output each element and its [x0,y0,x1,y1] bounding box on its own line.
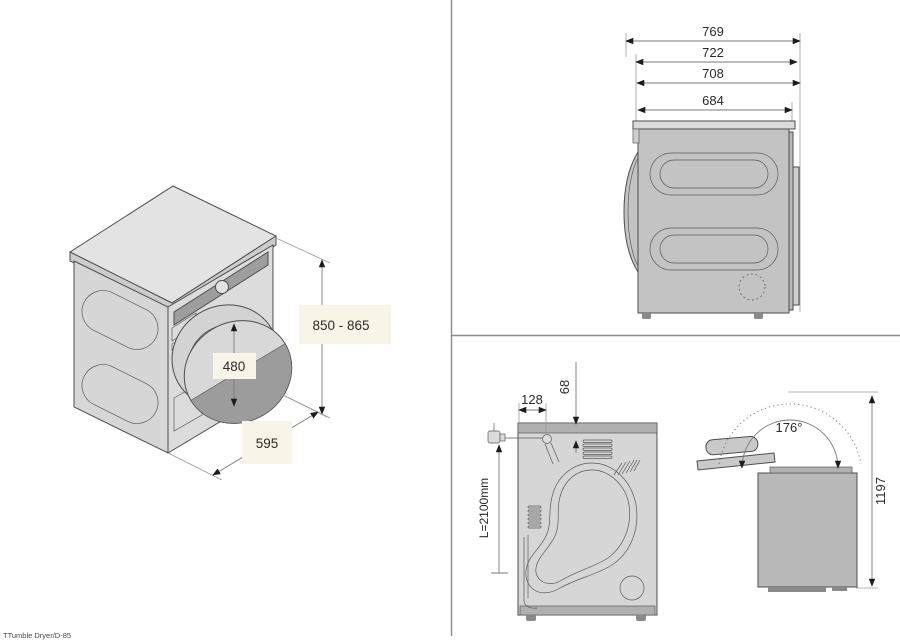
width-dimension: 595 [167,389,328,481]
depth-dim2-label: 722 [702,45,724,60]
side-emboss-shapes [649,152,779,271]
cable-channel [523,442,638,609]
pump-access-circle [738,273,766,301]
open-height-dimension: 1197 [788,391,888,589]
open-door [696,435,776,471]
rear-bottom-band [519,605,656,616]
cord-vertical-dimension: 68 [557,362,580,453]
cord-length-dimension: L=2100mm [477,444,508,574]
isometric-front-view: 480 850 - 865 595 [68,185,391,481]
top-lid [632,120,796,130]
open-height-label: 1197 [873,477,888,505]
mains-plug-icon [487,423,552,444]
cord-vertical-label: 68 [557,380,572,394]
top-rim [769,466,853,474]
foot [642,313,651,319]
foot [754,313,763,319]
opening-angle-label: 176° [776,420,803,435]
height-range-label: 850 - 865 [312,318,369,333]
door-diameter-dimension: 480 [213,323,256,407]
program-knob [215,280,229,294]
side-emboss-shapes [81,290,159,424]
height-dimension: 850 - 865 [272,237,391,419]
rear-panel-outer [792,166,800,306]
dryer-top-edge [69,235,277,313]
cord-length-label: L=2100mm [477,478,491,538]
front-door-bulge [623,150,639,274]
drain-circle [619,575,645,601]
door-open-view: 176° 1197 [696,391,888,592]
cord-horizontal-dimension: 128 [518,392,547,434]
footer-model-label: TTumble Dryer/D-85 [3,631,71,640]
dryer-body [757,472,858,588]
cord-entry-point [542,434,552,444]
foot [526,615,536,621]
depth-dim3-label: 708 [702,66,724,81]
depth-dim1-label: 769 [702,24,724,39]
dimension-label-background [213,353,256,379]
foot [636,615,646,621]
rear-top-band [517,422,658,434]
door-assembly [171,304,293,424]
foot [832,587,847,591]
depth-dimensions: 769 722 708 684 [625,24,801,312]
rear-view: 128 68 L=2100mm [477,362,658,621]
vent-slots-top [582,439,613,459]
side-view: 769 722 708 684 [623,24,801,319]
lid-front-tab [632,128,640,144]
base-plinth [768,587,826,592]
dimension-label-background [242,421,292,464]
door-diameter-label: 480 [223,359,246,374]
hatch-fins [613,459,641,476]
depth-dim4-label: 684 [702,93,724,108]
opening-angle-dimension: 176° [718,403,862,469]
cord-horizontal-label: 128 [521,392,543,407]
side-body [637,128,790,314]
door-swing-path [718,403,862,465]
vent-slots-left [527,505,542,529]
dimension-label-background [299,305,391,344]
width-label: 595 [256,436,279,451]
